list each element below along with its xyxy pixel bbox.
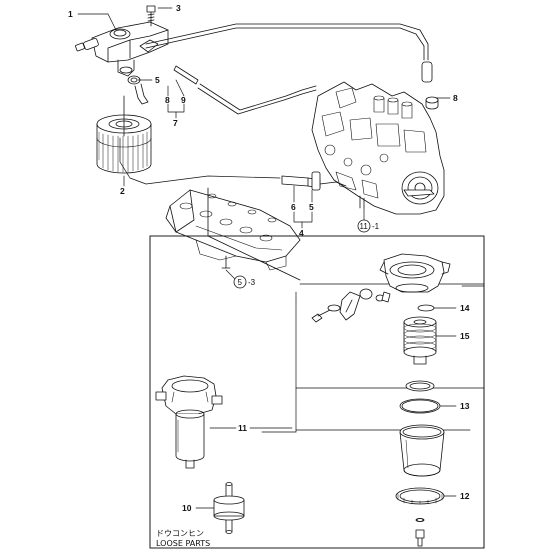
callout-11-1-num: 11 (360, 222, 369, 231)
callout-8-pump: 8 (453, 93, 458, 103)
fuel-hose-6-part (281, 171, 347, 191)
callout-5-hose: 5 (309, 202, 314, 212)
filter-group-bracket (261, 283, 485, 433)
callout-9: 9 (181, 95, 186, 105)
circled-callout-5-3: 5 -3 (233, 275, 256, 289)
bowl-part (399, 424, 445, 477)
retaining-ring-12-part (395, 487, 445, 505)
callout-2: 2 (120, 186, 125, 196)
ring-part (405, 380, 435, 392)
o-ring-14-part (417, 304, 435, 312)
callout-5-3-num: 5 (238, 278, 243, 287)
callout-10: 10 (182, 503, 192, 513)
bolt-part (146, 5, 156, 27)
intake-manifold-part (165, 189, 301, 271)
callout-3: 3 (176, 3, 181, 13)
inline-filter-part (213, 482, 245, 534)
callout-6: 6 (291, 202, 296, 212)
loose-parts-en: LOOSE PARTS (156, 539, 210, 548)
loose-parts-jp: ドウコンヒン (156, 529, 204, 538)
callout-13: 13 (460, 401, 470, 411)
o-ring-13-part (399, 398, 441, 414)
fuel-hose-assembly (119, 23, 439, 185)
sensor-parts (311, 288, 391, 323)
callout-11-1-suffix: -1 (372, 222, 380, 231)
callout-5: 5 (155, 75, 160, 85)
filter-body-exploded (379, 253, 451, 293)
callout-12: 12 (460, 491, 470, 501)
filter-head-part (75, 21, 169, 77)
callout-11: 11 (238, 423, 247, 433)
leader-lines-upper (77, 7, 451, 281)
callout-4: 4 (299, 228, 304, 238)
leader-lines-lower (195, 283, 485, 549)
callout-8: 8 (165, 95, 170, 105)
callout-14: 14 (460, 303, 470, 313)
circled-callout-11-1: 11 -1 (357, 219, 380, 233)
callout-7: 7 (173, 118, 178, 128)
small-ring-part (416, 518, 424, 522)
callout-15: 15 (460, 331, 470, 341)
loose-parts-caption: ドウコンヒン LOOSE PARTS (156, 529, 210, 548)
injection-pump-part (311, 81, 445, 215)
drain-plug-part (415, 518, 425, 547)
fuel-filter-assembly-part (155, 375, 223, 469)
element-15-part (403, 316, 437, 365)
callout-5-3-suffix: -3 (248, 278, 256, 287)
fuel-hose-part (134, 83, 149, 105)
hose-clamp-part (127, 75, 141, 85)
callout-labels: 1 3 5 2 8 9 7 8 6 5 4 14 15 13 11 12 10 (68, 3, 470, 513)
callout-1: 1 (68, 9, 73, 19)
